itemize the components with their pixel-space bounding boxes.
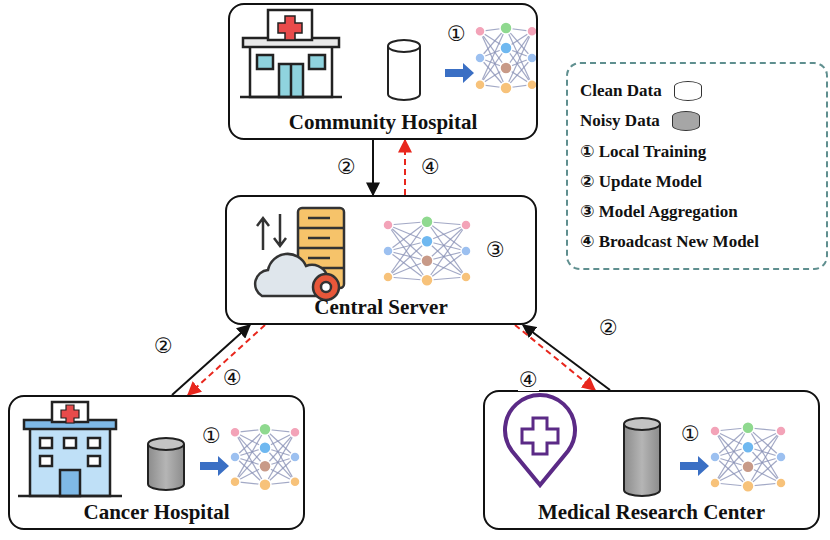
- broadcast-arrow: [188, 325, 265, 395]
- location-pin-icon: [505, 395, 575, 485]
- update-arrow: [372, 140, 374, 195]
- legend-swatch: [672, 111, 700, 131]
- node-title: Medical Research Center: [538, 500, 765, 524]
- node-title: Central Server: [314, 295, 448, 319]
- legend-row: Noisy Data: [580, 106, 818, 136]
- legend-swatch: [674, 81, 702, 101]
- callout-number: ①: [446, 24, 467, 45]
- legend-row: ④ Broadcast New Model: [580, 226, 818, 256]
- site-box: Medical Research Center: [483, 390, 820, 530]
- clean-data-cylinder: [388, 40, 420, 100]
- update-arrow: [172, 325, 250, 395]
- step-number: ④: [222, 368, 243, 389]
- legend-box: Clean DataNoisy Data ① Local Training ② Up…: [566, 62, 828, 270]
- neural-network-icon: [475, 22, 537, 94]
- broadcast-arrow: [515, 325, 595, 390]
- step-number: ④: [518, 370, 539, 391]
- node-title: Cancer Hospital: [83, 500, 229, 524]
- broadcast-arrow: [404, 140, 406, 195]
- legend-row: ③ Model Aggregation: [580, 196, 818, 226]
- node-title: Community Hospital: [289, 110, 477, 134]
- legend-text: ① Local Training: [580, 141, 706, 162]
- step-number: ②: [598, 318, 619, 339]
- flow-arrow: [680, 456, 709, 476]
- legend-text: ④ Broadcast New Model: [580, 231, 759, 252]
- neural-network-icon: [710, 422, 786, 493]
- server-icon: [255, 208, 344, 300]
- noisy-data-cylinder: [148, 438, 184, 490]
- noisy-data-cylinder: [624, 418, 660, 496]
- callout-number: ①: [201, 426, 222, 447]
- callout-number: ①: [680, 424, 701, 445]
- legend-row: ② Update Model: [580, 166, 818, 196]
- site-box: Cancer Hospital: [8, 395, 305, 530]
- hospital-icon: [18, 402, 122, 496]
- legend-row: Clean Data: [580, 76, 818, 106]
- neural-network-icon: [230, 423, 300, 491]
- legend-row: ① Local Training: [580, 136, 818, 166]
- legend-text: Noisy Data: [580, 111, 660, 131]
- neural-network-icon: [383, 216, 471, 287]
- step-number: ②: [153, 336, 174, 357]
- step-number: ④: [420, 157, 441, 178]
- hospital-icon: [240, 10, 342, 97]
- callout-number: ③: [485, 240, 506, 261]
- flow-arrow: [200, 456, 229, 476]
- legend-text: Clean Data: [580, 81, 662, 101]
- flow-arrow: [445, 63, 474, 83]
- legend-text: ③ Model Aggregation: [580, 201, 738, 222]
- step-number: ②: [336, 157, 357, 178]
- site-box: Community Hospital: [228, 3, 538, 140]
- legend-text: ② Update Model: [580, 171, 702, 192]
